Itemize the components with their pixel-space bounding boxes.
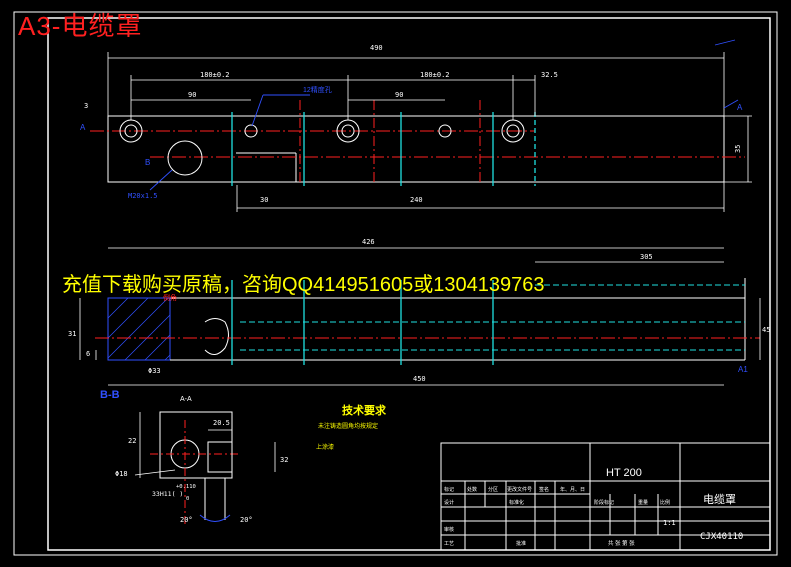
dim-490: 490 [370, 44, 383, 52]
h-mark: 标记 [444, 486, 454, 493]
scale: 1:1 [663, 519, 676, 527]
tol-lower: 0 [186, 496, 189, 502]
sheet-title: A3-电缆罩 [18, 11, 143, 41]
datum-a1: A1 [738, 365, 748, 374]
hatched-section [107, 297, 171, 361]
front-dims [79, 247, 761, 386]
tech-title: 技术要求 [342, 403, 387, 417]
title-block [440, 442, 771, 551]
download-notice: 充值下载购买原稿，咨询QQ414951605或1304139763 [62, 274, 545, 296]
h-process: 工艺 [444, 541, 454, 547]
dim-180-a: 180±0.2 [200, 71, 230, 79]
top-dims [107, 52, 752, 212]
thread-note: M20x1.5 [128, 192, 158, 200]
dim-305: 305 [640, 253, 653, 261]
tech-line-1: 未注铸造圆角均按规定 [318, 422, 378, 430]
front-ribs [231, 280, 494, 365]
h-std: 标准化 [509, 499, 524, 506]
h-design: 设计 [444, 499, 454, 506]
hole-4 [438, 124, 452, 138]
drawing-number: CJX40110 [700, 532, 743, 542]
section-aa-label: A-A [180, 396, 192, 403]
front-view: 426 305 450 31 45 6 Φ33 倒角 A1 B-B A-A [68, 238, 770, 403]
h-review: 审核 [444, 526, 454, 533]
dim-6: 6 [86, 350, 90, 358]
angle-right: 20° [240, 516, 253, 524]
h-sheets: 共 张 第 张 [608, 539, 635, 547]
detail-slot [207, 441, 233, 473]
tol-upper: +0.110 [176, 484, 196, 490]
dim-3: 3 [84, 102, 88, 110]
top-ribs [231, 112, 536, 186]
threaded-hole [167, 140, 203, 176]
top-body-outline [107, 115, 725, 183]
dim-45: 45 [762, 326, 770, 334]
dim-phi33: Φ33 [148, 367, 161, 375]
h-approve: 批准 [516, 540, 526, 547]
detail-view: 22 20.5 32 Φ18 33H11( ) +0.110 0 20° 20° [115, 411, 288, 525]
dim-35: 35 [734, 145, 742, 153]
hole-5-inner [506, 124, 520, 138]
dim-31: 31 [68, 330, 76, 338]
h-zone: 分区 [488, 486, 498, 493]
section-bb-label: B-B [100, 389, 120, 401]
blue-leaders [149, 39, 739, 191]
dim-phi18: Φ18 [115, 470, 128, 478]
h-stage: 阶段标记 [594, 499, 614, 506]
section-mark-b: B [145, 158, 150, 167]
dim-450: 450 [413, 375, 426, 383]
part-name: 电缆罩 [703, 493, 736, 506]
hole-note: 12精度孔 [303, 85, 332, 94]
outer-border [13, 11, 778, 556]
inner-border [47, 17, 771, 551]
hole-1-inner [124, 124, 138, 138]
dim-240: 240 [410, 196, 423, 204]
dim-90-a: 90 [188, 91, 196, 99]
detail-dims [134, 412, 276, 478]
h-date: 年、月、日 [560, 486, 585, 493]
h-weight: 重量 [638, 499, 648, 506]
dim-33h11: 33H11( ) [152, 490, 183, 498]
dim-30: 30 [260, 196, 268, 204]
dim-426: 426 [362, 238, 375, 246]
hole-2 [244, 124, 258, 138]
fillet-note: 倒角 [163, 293, 177, 302]
tech-requirements: 技术要求 未注铸造圆角均按规定 上涂漆 [316, 403, 387, 451]
hole-3-inner [341, 124, 355, 138]
dim-180-b: 180±0.2 [420, 71, 450, 79]
h-sign: 签名 [539, 486, 549, 493]
h-count: 处数 [467, 486, 477, 493]
top-view: 490 180±0.2 180±0.2 32.5 90 90 30 240 35… [80, 39, 752, 212]
material: HT 200 [606, 467, 642, 479]
dim-32: 32 [280, 456, 288, 464]
angle-left: 20° [180, 516, 193, 524]
dim-90-b: 90 [395, 91, 403, 99]
tech-line-2: 上涂漆 [316, 443, 334, 451]
angle-arc [199, 514, 231, 522]
datum-a-top: A [737, 103, 743, 112]
h-change: 更改文件号 [507, 486, 532, 493]
section-mark-a: A [80, 123, 86, 132]
dim-32-5: 32.5 [541, 71, 558, 79]
dim-20-5: 20.5 [213, 419, 230, 427]
h-ratio: 比例 [660, 499, 670, 506]
break-curve [204, 318, 229, 355]
dim-22: 22 [128, 437, 136, 445]
